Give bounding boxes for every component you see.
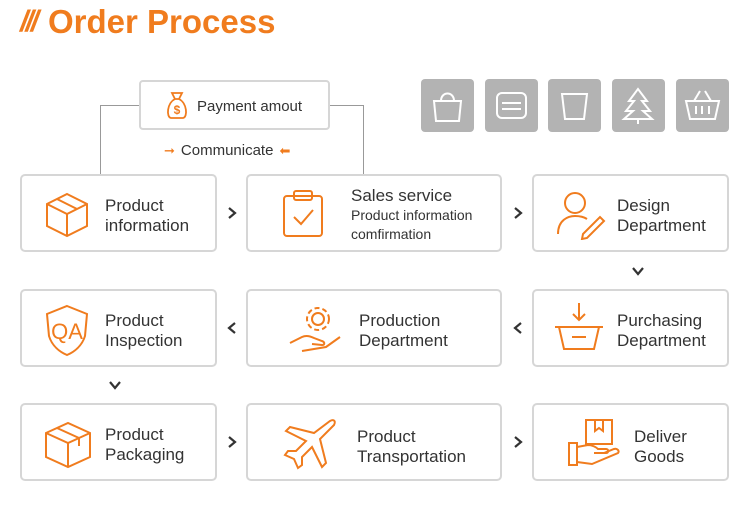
connector-left-vertical bbox=[100, 105, 101, 175]
arrow-right-icon: ➞ bbox=[164, 142, 175, 158]
chevron-left-icon bbox=[227, 322, 236, 334]
chevron-down-icon bbox=[109, 381, 121, 390]
step-label-line2: information bbox=[105, 216, 190, 235]
step-label-line2: Department bbox=[617, 216, 706, 235]
payment-label: Payment amout bbox=[197, 98, 303, 115]
step-label-line1: Sales service bbox=[351, 186, 453, 205]
chevron-left-icon bbox=[513, 322, 522, 334]
qa-icon: QA bbox=[45, 304, 89, 357]
connector-left-horizontal bbox=[100, 105, 140, 106]
svg-text:QA: QA bbox=[51, 319, 83, 344]
connector-right-vertical bbox=[363, 105, 364, 175]
svg-text:$: $ bbox=[174, 103, 181, 117]
box-icon bbox=[46, 192, 88, 238]
clipboard-icon bbox=[283, 190, 323, 237]
step-sub-line2: comfirmation bbox=[351, 226, 432, 242]
card-icon bbox=[485, 79, 538, 132]
step-label-line1: Product bbox=[357, 427, 416, 446]
communicate-label: Communicate bbox=[180, 142, 274, 159]
step-product-inspection: QA Product Inspection bbox=[20, 289, 217, 367]
chevron-right-icon bbox=[514, 207, 523, 219]
arrow-left-icon: ⬅ bbox=[279, 142, 291, 158]
title-mark: /// bbox=[20, 5, 39, 38]
money-bag-icon: $ bbox=[167, 92, 187, 119]
communicate-note: ➞ Communicate ⬅ bbox=[158, 142, 296, 159]
step-label-line2: Department bbox=[617, 331, 706, 350]
step-product-packaging: Product Packaging bbox=[20, 403, 217, 481]
step-design-department: Design Department bbox=[532, 174, 729, 252]
chevron-down-icon bbox=[632, 267, 644, 276]
basket-icon bbox=[676, 79, 729, 132]
step-label-line1: Product bbox=[105, 425, 164, 444]
cart-icon bbox=[555, 303, 603, 350]
designer-icon bbox=[557, 192, 606, 240]
step-sales-service: Sales service Product information comfir… bbox=[246, 174, 502, 252]
step-sub-line1: Product information bbox=[351, 207, 473, 223]
shopping-bag-icon bbox=[421, 79, 474, 132]
gear-hand-icon bbox=[289, 307, 341, 352]
chevron-right-icon bbox=[514, 436, 523, 448]
payment-box: $ Payment amout bbox=[139, 80, 330, 130]
step-label-line1: Deliver bbox=[634, 427, 687, 446]
step-production-department: Production Department bbox=[246, 289, 502, 367]
step-label-line1: Design bbox=[617, 196, 670, 215]
chevron-right-icon bbox=[228, 207, 237, 219]
step-purchasing-department: Purchasing Department bbox=[532, 289, 729, 367]
delivery-hand-icon bbox=[568, 419, 620, 466]
airplane-icon bbox=[283, 419, 336, 470]
connector-right-horizontal bbox=[330, 105, 364, 106]
step-label-line1: Product bbox=[105, 196, 164, 215]
page-title: Order Process bbox=[48, 3, 276, 40]
step-label-line2: Goods bbox=[634, 447, 685, 466]
cup-icon bbox=[548, 79, 601, 132]
step-label-line2: Inspection bbox=[105, 331, 183, 350]
step-label-line2: Transportation bbox=[357, 447, 466, 466]
step-product-information: Product information bbox=[20, 174, 217, 252]
step-label-line2: Department bbox=[359, 331, 448, 350]
step-label-line1: Product bbox=[105, 311, 164, 330]
chevron-right-icon bbox=[228, 436, 237, 448]
step-product-transportation: Product Transportation bbox=[246, 403, 502, 481]
step-deliver-goods: Deliver Goods bbox=[532, 403, 729, 481]
package-icon bbox=[45, 421, 91, 469]
tree-icon bbox=[612, 79, 665, 132]
step-label-line1: Production bbox=[359, 311, 441, 330]
page-header: /// Order Process bbox=[20, 2, 275, 42]
step-label-line1: Purchasing bbox=[617, 311, 703, 330]
step-label-line2: Packaging bbox=[105, 445, 185, 464]
